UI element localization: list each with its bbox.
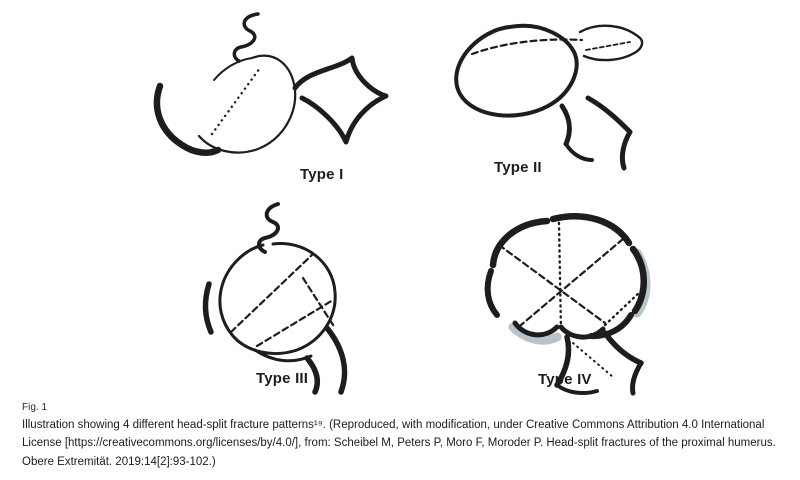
type-3-fracture-sketch (202, 202, 348, 395)
illustration-type-3 (175, 200, 385, 395)
illustration-type-4 (455, 205, 675, 400)
illustration-type-1 (140, 8, 400, 203)
caption-text: Illustration showing 4 different head-sp… (22, 419, 776, 468)
figure-caption: Fig. 1 Illustration showing 4 different … (22, 402, 786, 471)
figure-number: Fig. 1 (22, 402, 48, 413)
illustration-type-2 (430, 10, 670, 180)
type-2-label: Type II (494, 159, 542, 176)
type-3-label: Type III (256, 370, 309, 387)
type-2-fracture-sketch (454, 23, 644, 171)
type-1-fracture-sketch (153, 12, 389, 156)
type-1-label: Type I (300, 166, 344, 183)
type-4-label: Type IV (538, 371, 592, 388)
type-4-fracture-sketch (484, 213, 651, 396)
